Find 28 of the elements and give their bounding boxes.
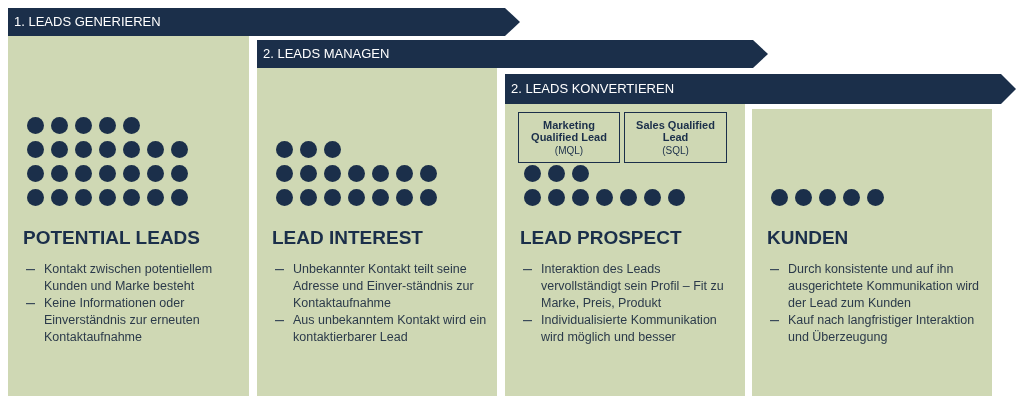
stage-heading: LEAD PROSPECT [520,227,683,249]
stage-arrow-band [257,40,768,68]
stage-label: 1. LEADS GENERIEREN [14,13,161,32]
stage-arrow-band [8,8,520,36]
stage-panel [257,68,497,396]
qualification-title: Marketing Qualified Lead [530,118,608,143]
stage-label: 2. LEADS MANAGEN [263,45,390,64]
qualification-box [518,112,620,163]
bullet-text: Kontakt zwischen potentiellem Kunden und Marke besteht [44,261,214,295]
bullet-text: Interaktion des Leads vervollständigt sein Profil – Fit zu Marke, Preis, Produkt [541,261,725,312]
bullet-text: Durch konsistente und auf ihn ausgerichtete Kommunikation wird der Lead zum Kunden [788,261,981,312]
stage-arrow-band [505,74,1016,104]
qualification-abbreviation: (SQL) [662,144,689,157]
bullet-text: Aus unbekanntem Kontakt wird ein kontaktierbarer Lead [293,312,488,346]
bullet-text: Kauf nach langfristiger Interaktion und Überzeugung [788,312,976,346]
stage-heading: LEAD INTEREST [272,227,424,249]
qualification-title: Sales Qualified Lead [635,118,716,143]
bullet-text: Unbekannter Kontakt teilt seine Adresse und Einver-ständnis zur Kontaktaufnahme [293,261,475,312]
qualification-abbreviation: (MQL) [554,144,584,157]
stage-panel [752,109,992,396]
stage-heading: POTENTIAL LEADS [23,227,201,249]
stage-panel [8,36,249,396]
bullet-text: Keine Informationen oder Einverständnis zur erneuten Kontaktaufnahme [44,295,201,346]
stage-label: 2. LEADS KONVERTIEREN [511,80,675,99]
stage-heading: KUNDEN [767,227,850,249]
stage-panel [505,104,745,396]
bullet-text: Individualisierte Kommunikation wird möglich und besser [541,312,718,346]
qualification-box [624,112,727,163]
